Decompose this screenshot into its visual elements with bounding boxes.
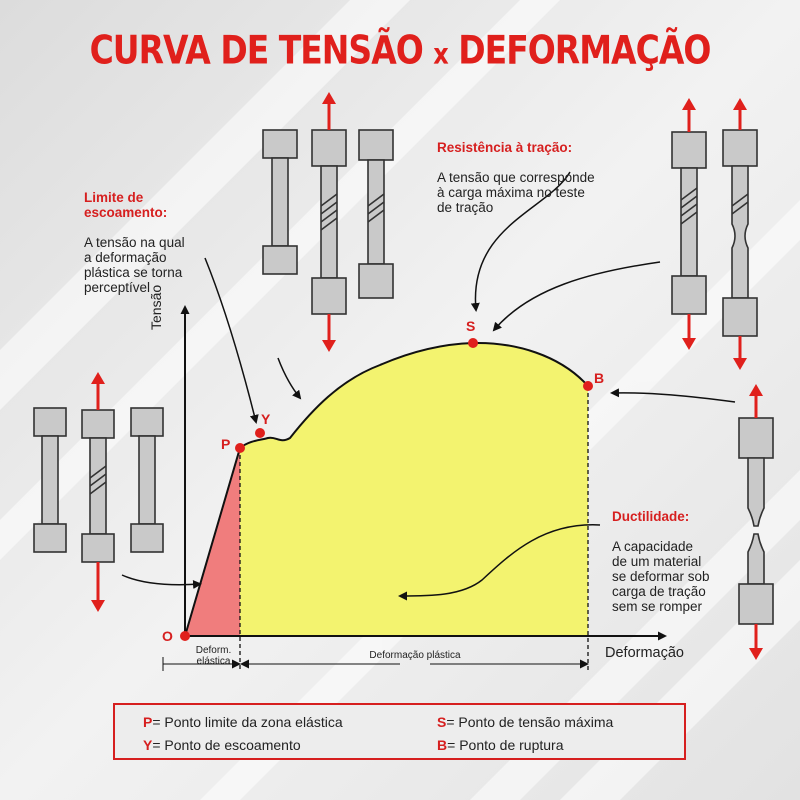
point-O-label: O [162,628,173,644]
title-end: DEFORMAÇÃO [458,26,711,73]
point-O-marker [180,631,190,641]
elastic-region-label: Deform. elástica [195,645,232,667]
legend-key-P: P [143,714,153,730]
legend-item-P: P= Ponto limite da zona elástica [143,714,343,730]
title-main: CURVA DE TENSÃO [89,26,424,73]
note-yield-head: Limite de escoamento: [84,190,168,220]
specimen-top-center-arrow [277,357,302,400]
legend-text-P: = Ponto limite da zona elástica [152,714,343,730]
note-ductility-body: A capacidade de um material se deformar … [612,539,710,614]
y-axis-label: Tensão [148,284,164,330]
note-yield: Limite de escoamento: A tensão na qual a… [84,175,254,295]
specimen-top-right-group [671,129,758,337]
legend-key-S: S [437,714,447,730]
yield-callout-arrow [204,257,259,424]
x-axis-label: Deformação [605,645,684,661]
specimen-top-right-arrow [492,261,661,332]
specimen-top-center-group [262,129,394,315]
legend-text-Y: = Ponto de escoamento [152,737,301,753]
legend-item-B: B= Ponto de ruptura [437,737,564,753]
specimen-broken-arrows [749,384,763,660]
specimen-left-arrows [91,372,105,612]
plastic-region-label: Deformação plástica [369,650,461,661]
note-tensile: Resistência à tração: A tensão que corre… [437,125,677,215]
legend-item-Y: Y= Ponto de escoamento [143,737,301,753]
point-B-label: B [594,370,605,386]
specimen-top-right-arrows [682,98,747,370]
legend-item-S: S= Ponto de tensão máxima [437,714,613,730]
specimen-top-center-arrows [322,92,336,352]
note-ductility: Ductilidade: A capacidade de um material… [612,494,742,614]
specimen-left-arrow [121,574,202,589]
legend-text-S: = Ponto de tensão máxima [446,714,614,730]
specimen-bottom-right-arrow [610,388,736,403]
point-Y-marker [255,428,265,438]
point-P-marker [235,443,245,453]
title-x: x [433,36,449,71]
ductility-callout-arrow [398,524,601,601]
point-B-marker [583,381,593,391]
stress-strain-curve [184,341,589,637]
legend-text-B: = Ponto de ruptura [447,737,564,753]
point-S-label: S [466,318,476,334]
note-yield-body: A tensão na qual a deformação plástica s… [84,235,185,295]
point-S-marker [468,338,478,348]
note-tensile-body: A tensão que corresponde à carga máxima … [437,170,595,215]
note-ductility-head: Ductilidade: [612,509,690,524]
legend-key-Y: Y [143,737,153,753]
point-Y-label: Y [261,411,271,427]
point-P-label: P [221,436,231,452]
specimen-broken [738,417,774,625]
specimen-left-group [33,407,164,563]
legend-key-B: B [437,737,448,753]
note-tensile-head: Resistência à tração: [437,140,573,155]
legend-box: P= Ponto limite da zona elástica S= Pont… [113,703,686,760]
page-title: CURVA DE TENSÃO x DEFORMAÇÃO [0,26,800,73]
tensile-callout-arrow [470,171,571,312]
